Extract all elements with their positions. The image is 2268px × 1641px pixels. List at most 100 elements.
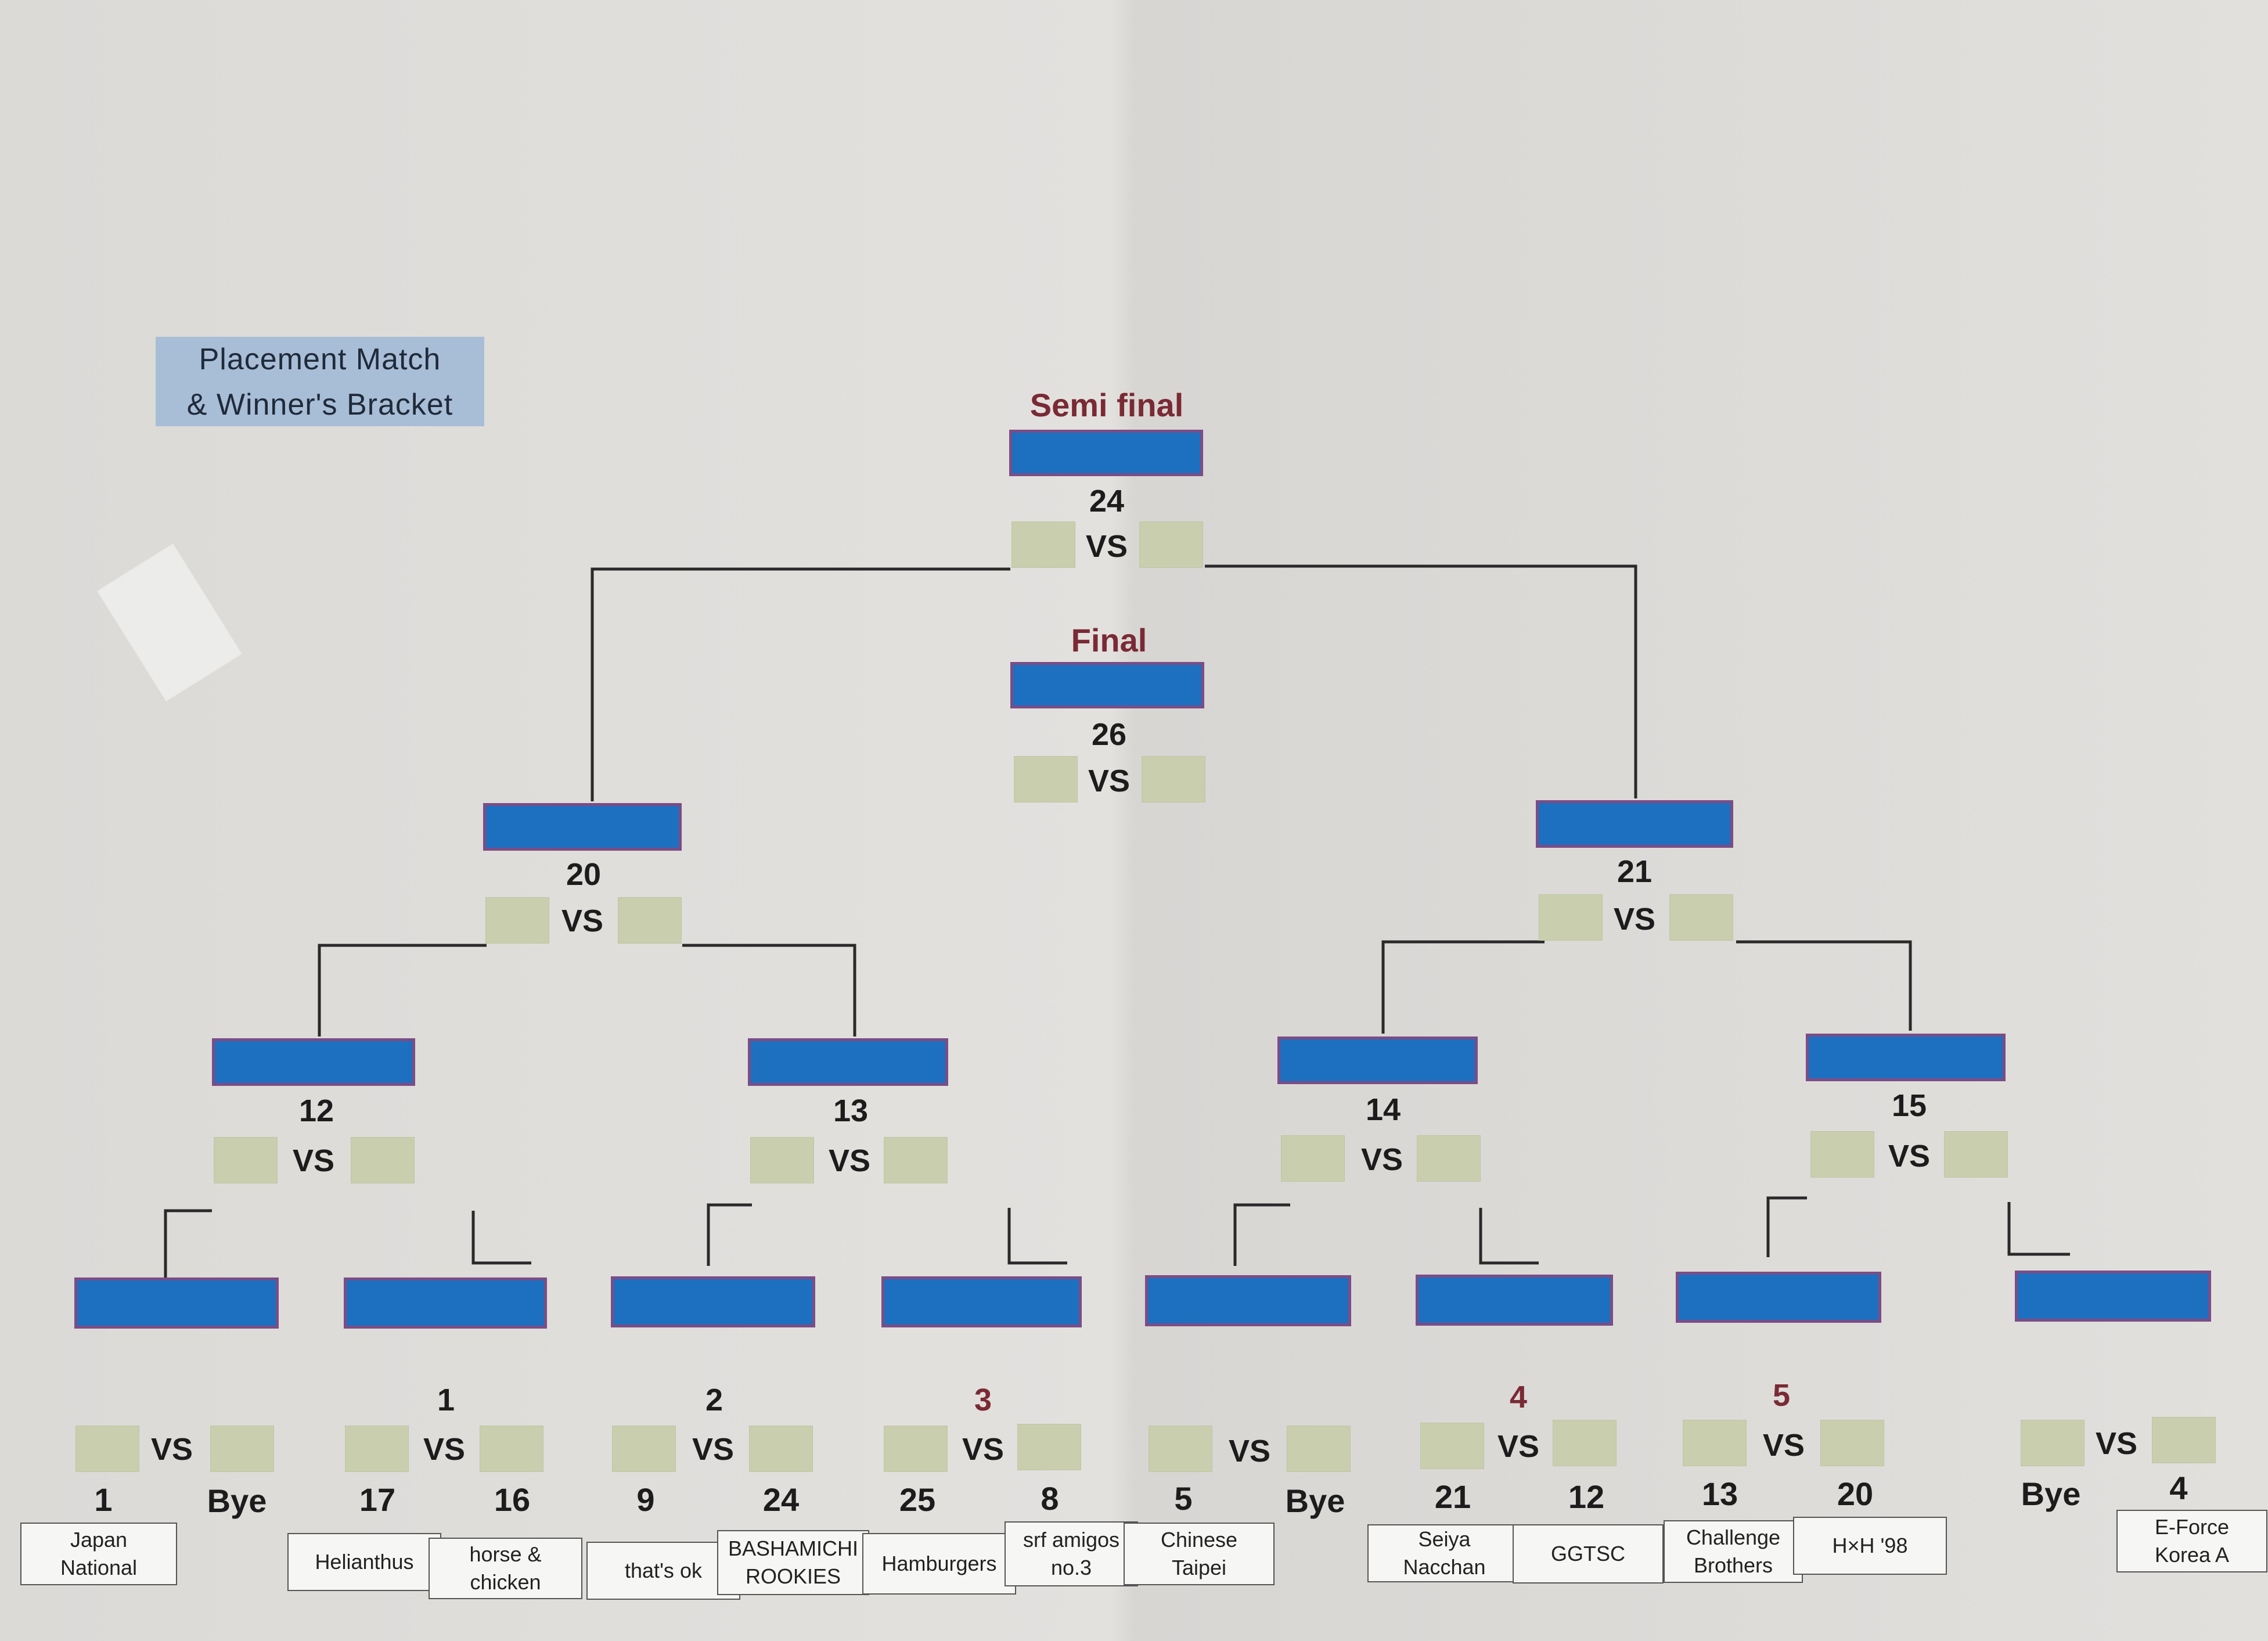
match-14-score-right: [1417, 1135, 1481, 1182]
seed-2: Bye: [207, 1482, 267, 1519]
connector-21-left: [1381, 940, 1545, 1034]
match-12-score-left: [214, 1137, 278, 1183]
r1-match-6-number: 4: [1509, 1380, 1528, 1415]
title-line-1: Placement Match: [199, 343, 441, 376]
seed-14: 20: [1837, 1476, 1874, 1512]
match-21-score-right: [1669, 894, 1733, 941]
r1-match-4-score-left: [884, 1426, 948, 1472]
seed-1: 1: [94, 1481, 113, 1518]
connector-20-left: [318, 944, 487, 1037]
team-e-force-korea-a: E-Force Korea A: [2116, 1510, 2267, 1572]
final-score-right: [1142, 756, 1205, 802]
r1-match-1-score-right: [210, 1426, 274, 1472]
final-label: Final: [1071, 622, 1147, 658]
r1-match-7-bar: [1676, 1272, 1881, 1323]
match-21-number: 21: [1617, 854, 1653, 889]
team-seiya-nacchan: Seiya Nacchan: [1367, 1524, 1521, 1582]
seed-3: 17: [359, 1481, 396, 1518]
semi-final-score-left: [1011, 521, 1075, 568]
match-15-score-right: [1944, 1131, 2008, 1178]
match-13-score-left: [750, 1137, 814, 1183]
r1-match-4-vs: VS: [962, 1432, 1005, 1467]
r1-match-6-score-right: [1553, 1420, 1617, 1466]
connector-semi-right: [1205, 564, 1637, 798]
final-score-left: [1014, 756, 1078, 802]
semi-final-vs: VS: [1085, 529, 1128, 564]
connector-r1-5: [1233, 1203, 1290, 1266]
r1-match-1-score-left: [75, 1426, 139, 1472]
bracket-title: Placement Match & Winner's Bracket: [156, 337, 484, 426]
match-15-vs: VS: [1888, 1139, 1931, 1174]
match-13-number: 13: [833, 1093, 869, 1128]
r1-match-7-score-right: [1820, 1420, 1884, 1466]
match-13-score-right: [884, 1137, 948, 1183]
match-15-number: 15: [1891, 1088, 1927, 1123]
r1-match-8-vs: VS: [2095, 1426, 2138, 1461]
r1-match-8-score-left: [2021, 1420, 2085, 1466]
team-chinese-taipei: Chinese Taipei: [1124, 1523, 1275, 1585]
connector-r1-2: [471, 1211, 531, 1265]
r1-match-3-score-left: [612, 1426, 676, 1472]
r1-match-3-bar: [611, 1276, 815, 1327]
seed-9: 5: [1174, 1480, 1193, 1517]
r1-match-6-bar: [1416, 1275, 1613, 1326]
seed-7: 25: [899, 1481, 936, 1518]
team-srf-amigos: srf amigos no.3: [1005, 1521, 1138, 1586]
r1-match-3-number: 2: [705, 1383, 723, 1417]
match-14-vs: VS: [1360, 1142, 1403, 1177]
team-helianthus: Helianthus: [287, 1533, 441, 1591]
team-japan-national: Japan National: [20, 1523, 177, 1585]
r1-match-6-vs: VS: [1497, 1429, 1540, 1464]
seed-6: 24: [762, 1481, 800, 1518]
connector-r1-6: [1479, 1208, 1539, 1265]
r1-match-2-number: 1: [437, 1383, 455, 1417]
r1-match-7-score-left: [1683, 1420, 1747, 1466]
r1-match-1-vs: VS: [150, 1432, 193, 1467]
match-13-bar: [748, 1038, 948, 1086]
seed-13: 13: [1701, 1476, 1738, 1512]
match-21-score-left: [1539, 894, 1603, 941]
semi-final-label: Semi final: [1029, 387, 1184, 423]
r1-match-5-vs: VS: [1228, 1434, 1271, 1469]
r1-match-5-score-left: [1149, 1426, 1212, 1472]
seed-10: Bye: [1285, 1482, 1345, 1519]
r1-match-2-score-right: [480, 1426, 543, 1472]
seed-5: 9: [636, 1481, 655, 1518]
match-20-vs: VS: [561, 904, 604, 938]
final-vs: VS: [1088, 764, 1131, 798]
r1-match-8-bar: [2015, 1271, 2211, 1322]
match-14-score-left: [1281, 1135, 1345, 1182]
team-thats-ok: that's ok: [586, 1542, 740, 1600]
r1-match-1-bar: [74, 1277, 279, 1329]
match-20-score-left: [485, 897, 549, 944]
connector-21-right: [1736, 940, 1912, 1031]
team-challenge-brothers: Challenge Brothers: [1664, 1520, 1803, 1583]
match-15-bar: [1806, 1034, 2006, 1081]
match-14-bar: [1277, 1037, 1478, 1084]
r1-match-5-bar: [1145, 1275, 1351, 1326]
title-line-2: & Winner's Bracket: [186, 388, 453, 422]
semi-final-score-right: [1139, 521, 1203, 568]
r1-match-4-bar: [881, 1276, 1082, 1327]
r1-match-4-score-right: [1017, 1424, 1081, 1470]
team-hxh-98: H×H '98: [1793, 1517, 1947, 1575]
connector-r1-8: [2007, 1202, 2070, 1256]
seed-16: 4: [2169, 1470, 2188, 1506]
team-hamburgers: Hamburgers: [862, 1533, 1016, 1595]
match-20-number: 20: [566, 857, 602, 892]
match-14-number: 14: [1365, 1092, 1401, 1127]
match-20-bar: [483, 803, 682, 851]
seed-11: 21: [1434, 1478, 1471, 1515]
r1-match-2-score-left: [345, 1426, 409, 1472]
connector-semi-left: [591, 567, 1010, 801]
team-bashamichi-rookies: BASHAMICHI ROOKIES: [717, 1530, 869, 1595]
match-12-score-right: [351, 1137, 415, 1183]
match-13-vs: VS: [828, 1143, 871, 1178]
connector-r1-3: [707, 1203, 752, 1266]
connector-r1-1: [164, 1209, 212, 1277]
team-horse-chicken: horse & chicken: [429, 1538, 582, 1599]
connector-r1-7: [1766, 1196, 1807, 1257]
seed-15: Bye: [2021, 1476, 2081, 1512]
team-ggtsc: GGTSC: [1513, 1524, 1664, 1584]
